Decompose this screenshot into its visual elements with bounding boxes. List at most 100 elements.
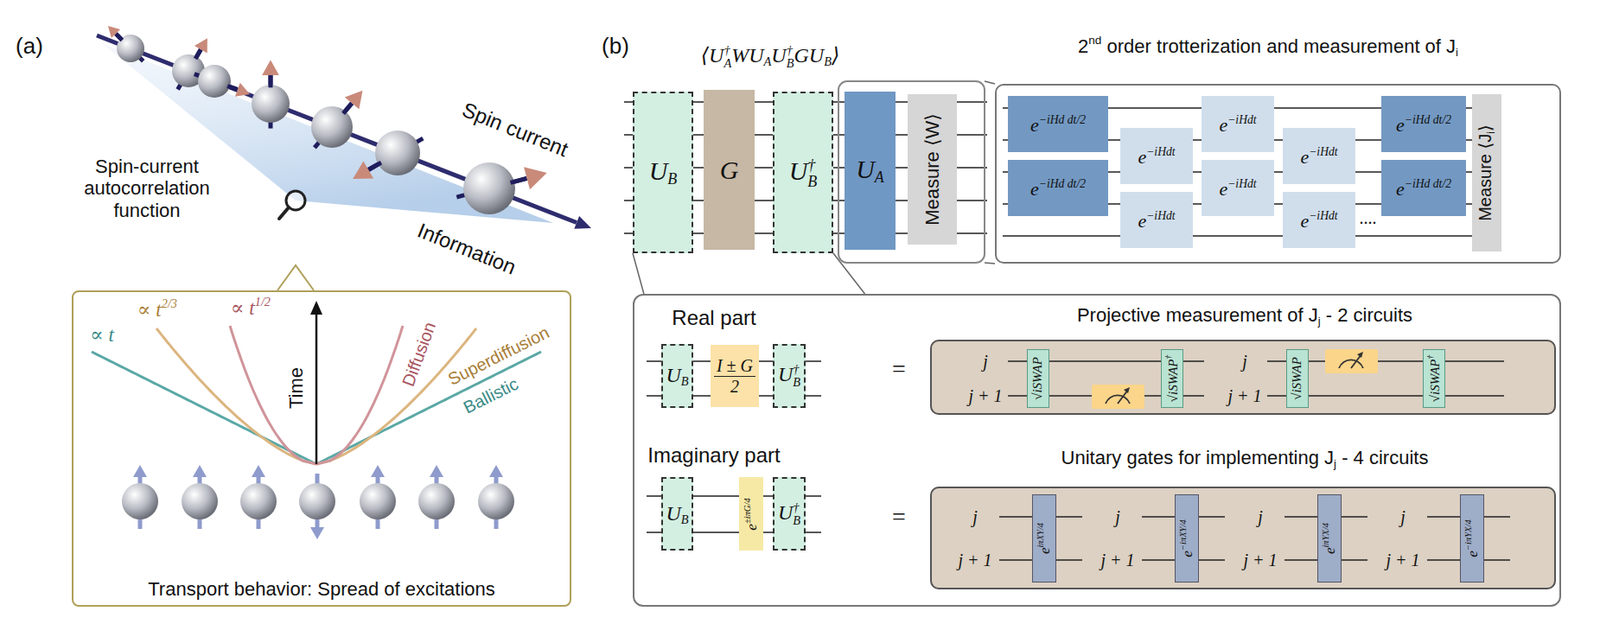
- node-text: A: [874, 168, 885, 186]
- label-text: A: [764, 54, 772, 69]
- svg-shape: [930, 339, 1556, 415]
- node-text: Unitary gates for implementing J: [1061, 446, 1334, 469]
- polygon-shape: [192, 465, 207, 478]
- node-text-line: e−iπXY/4: [1178, 519, 1197, 557]
- node-text: e: [1464, 550, 1481, 558]
- node-text: −iHd dt/2: [1404, 112, 1452, 126]
- node-text: e: [1137, 146, 1147, 168]
- trotter-gate: e−iHd dt/2: [1007, 95, 1109, 153]
- trotter-gate: e−iHdt: [1201, 95, 1275, 153]
- node-text-line: U†B: [777, 363, 801, 390]
- node-text: i: [1485, 131, 1498, 134]
- node-text-line: UB: [665, 363, 689, 389]
- node-text: e: [1300, 210, 1309, 232]
- unitary-box: U†B: [772, 91, 834, 254]
- line-shape: [96, 35, 577, 224]
- path-shape: [999, 516, 1083, 561]
- node-text-line: G: [720, 154, 740, 185]
- node-text: iπYX/4: [1320, 522, 1331, 549]
- path-shape: [1141, 516, 1225, 561]
- node-text: †: [792, 501, 801, 515]
- label-text-group: ⟨U†AWUAU†BGUB⟩: [701, 44, 841, 71]
- node-text-line: I ± G2: [713, 356, 756, 396]
- node-text-line: e−iHdt: [1300, 208, 1338, 232]
- node-text-group: 2ndorder trotterization and measurement …: [1077, 33, 1459, 59]
- iswap-gate: √iSWAP†: [1422, 349, 1447, 408]
- node-text-group: eiπYX/4: [1320, 522, 1339, 555]
- node-text-group: Real part: [671, 305, 756, 331]
- label-text: ⟩: [831, 44, 840, 67]
- polygon-shape: [489, 465, 504, 478]
- node-text: −iπXY/4: [1178, 519, 1188, 551]
- label-text-line: Spin-current autocorrelation function: [60, 155, 234, 222]
- node-text: †: [807, 156, 817, 173]
- label-text: Information: [414, 218, 519, 280]
- node-text-group: eiπXY/4: [1035, 522, 1054, 555]
- detail-panel: Real partImaginary partUBI ± G2U†BProjec…: [632, 293, 1562, 607]
- projector-box: I ± G2: [710, 344, 759, 408]
- script-stack: †B: [786, 44, 795, 71]
- path-shape: [984, 81, 995, 264]
- polygon-shape: [235, 82, 250, 97]
- polygon-shape: [261, 59, 280, 76]
- node-text: e: [1321, 548, 1339, 555]
- label-text-line: Information: [414, 218, 520, 281]
- node-text: j: [1333, 457, 1337, 471]
- node-text-group: Unitary gates for implementing Jj- 4 cir…: [1061, 446, 1429, 471]
- node-text-group: √iSWAP†: [1164, 355, 1181, 402]
- line-shape: [279, 207, 289, 219]
- node-text-group: e−iHd dt/2: [1030, 112, 1086, 136]
- node-text-line: UB: [665, 501, 689, 527]
- node-text-group: I ± G2: [713, 356, 756, 396]
- node-text: −iHdt: [1227, 112, 1256, 126]
- node-text-group: e−iHdt: [1218, 176, 1256, 200]
- node-text-line: Transport behavior: Spread of excitation…: [147, 578, 496, 600]
- line-shape: [343, 102, 352, 114]
- line-shape: [510, 178, 528, 183]
- polygon-shape: [133, 465, 147, 478]
- node-text: 2: [1077, 34, 1089, 57]
- node-text: √iSWAP: [1427, 358, 1441, 402]
- node-text-group: UA: [855, 154, 885, 187]
- script-stack: †A: [723, 44, 732, 71]
- node-text-group: G: [720, 154, 740, 185]
- polygon-shape: [573, 216, 592, 230]
- node-text: e: [1218, 178, 1228, 200]
- path-shape: [229, 325, 317, 465]
- node-text: −iHd dt/2: [1039, 176, 1086, 190]
- g-shape: [91, 300, 542, 540]
- line-shape: [315, 312, 319, 465]
- node-text-line: UA: [855, 154, 885, 187]
- unitary-box: U†B: [772, 477, 806, 551]
- node-text: B: [792, 376, 801, 389]
- label-text-group: (b): [601, 33, 630, 60]
- node-text-group: e−iπXY/4: [1178, 519, 1197, 557]
- node-text: j: [1318, 314, 1321, 328]
- node-text-line: Imaginary part: [647, 443, 780, 468]
- node-text-group: U†B: [789, 155, 818, 190]
- node-text-line: √iSWAP†: [1426, 355, 1443, 402]
- path-shape: [91, 351, 317, 465]
- g-shape: [999, 516, 1511, 561]
- node-text: G: [720, 154, 740, 184]
- polygon-shape: [194, 38, 208, 53]
- circle-shape: [251, 84, 290, 123]
- node-text: Projective measurement of J: [1077, 304, 1319, 326]
- node-text-group: e−iHdt: [1137, 144, 1175, 168]
- unitary-box: UA: [844, 91, 896, 250]
- node-text-group: Measure ⟨Ji⟩: [1475, 124, 1498, 222]
- trotter-gate: e−iHdt: [1201, 159, 1275, 217]
- polygon-shape: [1357, 351, 1364, 358]
- node-text-line: e−iπYX/4: [1463, 519, 1482, 557]
- node-text: √iSWAP: [1289, 356, 1304, 401]
- trotter-gate: e−iHdt: [1282, 127, 1356, 185]
- node-text: −iHdt: [1308, 208, 1338, 222]
- node-text: Real part: [671, 305, 756, 330]
- label-text-group: Spin current: [458, 97, 572, 162]
- iswap-gate: √iSWAP: [1026, 349, 1049, 408]
- node-text-line: e±iπG/4: [742, 497, 761, 530]
- node-text-group: Transport behavior: Spread of excitation…: [147, 578, 496, 600]
- node-text: √iSWAP: [1165, 358, 1180, 402]
- polygon-shape: [352, 160, 374, 179]
